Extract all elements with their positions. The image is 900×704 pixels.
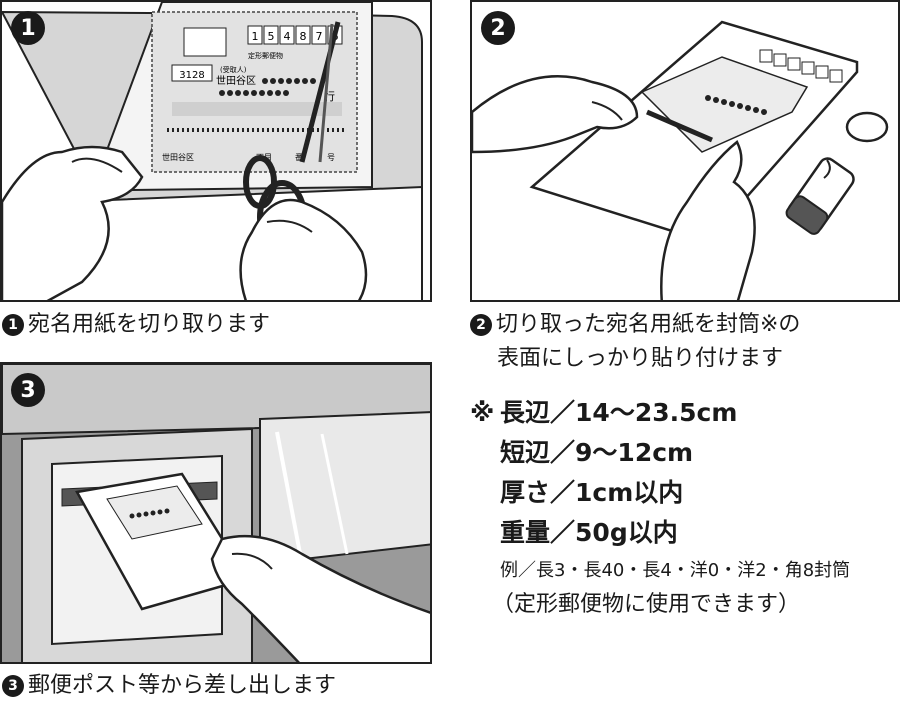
spec-note-mark: ※ [470, 398, 495, 427]
spec-value: 9〜12cm [575, 438, 694, 467]
usage-note: （定形郵便物に使用できます） [492, 592, 801, 617]
fixed-mail-label: 定形郵便物 [248, 51, 283, 60]
form-number-box: 3128 [179, 70, 204, 81]
spec-short-side: 短辺／9〜12cm [470, 433, 693, 469]
spec-thickness: 厚さ／1cm以内 [470, 473, 683, 509]
glue-stick-icon [785, 111, 889, 235]
spec-value: 1cm以内 [575, 478, 684, 507]
left-hand-icon [472, 75, 639, 154]
bottom-ban-label: 番 [295, 152, 303, 162]
step3-caption-badge: 3 [2, 675, 24, 698]
spec-label: 短辺 [500, 438, 551, 467]
step1-caption: 1 宛名用紙を切り取ります [2, 312, 270, 338]
spec-weight: 重量／50g以内 [470, 513, 678, 549]
postal-digit-4: 8 [300, 30, 307, 43]
mailbox-window [259, 411, 430, 566]
spec-separator: ／ [550, 438, 576, 467]
step3-badge: 3 [11, 373, 45, 407]
spec-separator: ／ [550, 478, 576, 507]
step1-badge: 1 [11, 11, 45, 45]
paste-form-illustration [472, 20, 889, 300]
cut-form-illustration: 1 5 4 8 7 6 定形郵便物 3128 (受取人) 世田谷区 行 [2, 2, 423, 300]
spec-label: 重量 [500, 518, 551, 547]
postal-digit-3: 4 [284, 30, 291, 43]
recipient-label: (受取人) [220, 65, 247, 74]
step3-caption-text: 郵便ポスト等から差し出します [28, 673, 337, 698]
spec-label: 長辺 [500, 398, 551, 427]
postal-code-boxes: 1 5 4 8 7 6 [247, 25, 343, 45]
envelope-postal-boxes [759, 49, 843, 83]
postal-digit-1: 1 [252, 30, 259, 43]
step2-caption-line2: 表面にしっかり貼り付けます [497, 346, 784, 371]
right-hand-icon [210, 534, 430, 662]
ward-label: 世田谷区 [216, 75, 256, 87]
postal-digit-2: 5 [268, 30, 275, 43]
left-hand-icon [2, 145, 144, 300]
glue-cap-icon [845, 111, 889, 143]
step2-caption-text: 切り取った宛名用紙を封筒※の [496, 312, 801, 337]
envelope-examples-note: 例／長3・長40・長4・洋0・洋2・角8封筒 [500, 560, 851, 581]
step2-badge: 2 [481, 11, 515, 45]
step2-caption: 2 切り取った宛名用紙を封筒※の [470, 312, 800, 338]
spec-value: 50g以内 [575, 518, 678, 547]
spec-separator: ／ [550, 398, 576, 427]
right-hand-icon [239, 198, 368, 300]
spec-label: 厚さ [500, 478, 551, 507]
spec-separator: ／ [550, 518, 576, 547]
right-hand-icon [660, 140, 756, 300]
step2-caption-badge: 2 [470, 314, 492, 337]
step1-illustration-panel: 1 1 5 4 8 7 6 定形郵便物 [0, 0, 432, 302]
step1-caption-text: 宛名用紙を切り取ります [28, 312, 271, 337]
spec-long-side: ※長辺／14〜23.5cm [470, 393, 737, 429]
step3-illustration-panel: 3 [0, 362, 432, 664]
spec-value: 14〜23.5cm [575, 398, 738, 427]
bottom-go-label: 号 [327, 153, 335, 162]
postal-digit-5: 7 [316, 30, 323, 43]
dot-row [219, 78, 316, 96]
row-suffix-label: 行 [324, 90, 335, 103]
step3-caption: 3 郵便ポスト等から差し出します [2, 673, 336, 699]
step2-illustration-panel: 2 [470, 0, 900, 302]
mailbox-illustration [2, 364, 430, 662]
bottom-ward-label: 世田谷区 [162, 152, 194, 162]
step1-caption-badge: 1 [2, 314, 24, 337]
